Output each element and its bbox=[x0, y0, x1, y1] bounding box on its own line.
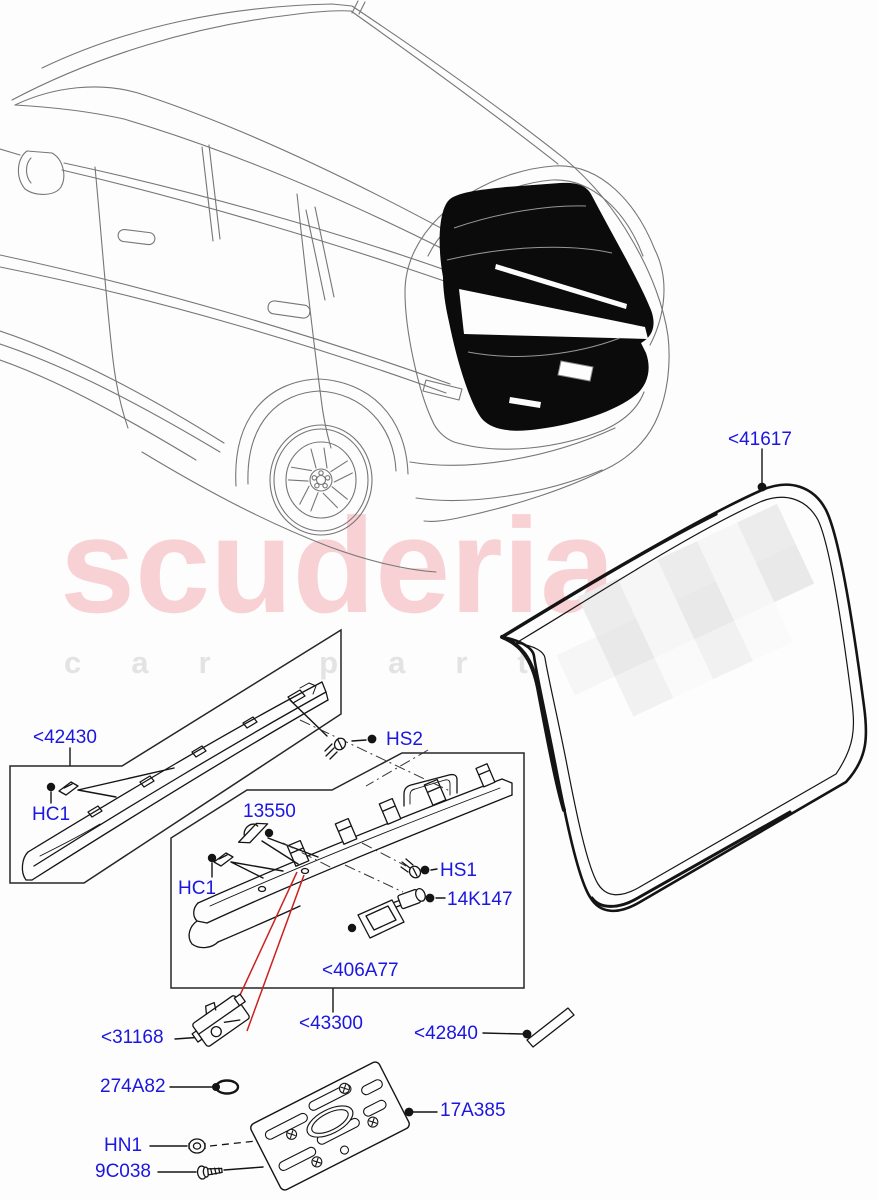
group-boxes bbox=[9, 628, 525, 989]
screw-icon-hs1 bbox=[400, 858, 422, 879]
watermark-tagline: car parts bbox=[64, 645, 645, 680]
spoiler-trim-drawing bbox=[21, 681, 329, 881]
rear-wheel bbox=[235, 378, 409, 536]
leader-lines bbox=[46, 448, 767, 1173]
callout-41617[interactable]: <41617 bbox=[728, 429, 792, 450]
sensor-icon-14k147 bbox=[393, 887, 426, 910]
callout-hc1-b[interactable]: HC1 bbox=[178, 878, 217, 899]
clip-icon-hc1-a bbox=[58, 781, 79, 796]
latch-panel-group-box bbox=[170, 752, 525, 989]
plate-screw-holes bbox=[286, 1082, 379, 1168]
strip-icon-42840 bbox=[526, 1007, 575, 1048]
door-mirror bbox=[17, 150, 65, 195]
screw-icon-9c038 bbox=[196, 1165, 223, 1180]
callout-42430[interactable]: <42430 bbox=[33, 727, 97, 748]
callout-9c038[interactable]: 9C038 bbox=[95, 1161, 151, 1182]
hn1-dash-leader bbox=[209, 1140, 257, 1147]
callout-31168[interactable]: <31168 bbox=[101, 1027, 164, 1048]
callout-17a385[interactable]: 17A385 bbox=[440, 1100, 506, 1121]
callout-14k147[interactable]: 14K147 bbox=[447, 889, 513, 910]
latch-panel-assembly-drawing bbox=[188, 763, 513, 949]
callout-406a77[interactable]: <406A77 bbox=[322, 960, 399, 981]
door-handle bbox=[117, 228, 156, 246]
axis-dash-lines bbox=[282, 719, 453, 893]
weatherstrip-seal-drawing bbox=[500, 483, 868, 913]
checkered-flag-watermark bbox=[556, 503, 815, 717]
watermark-brand: scuderia bbox=[60, 490, 616, 641]
callout-42840[interactable]: <42840 bbox=[414, 1023, 478, 1044]
callout-hs1[interactable]: HS1 bbox=[440, 860, 477, 881]
licence-plate-bracket-drawing bbox=[250, 1061, 410, 1191]
spoiler-group-box bbox=[9, 628, 342, 884]
nut-icon-hn1 bbox=[188, 1138, 206, 1154]
callout-274a82[interactable]: 274A82 bbox=[100, 1076, 166, 1097]
lower-latch-block bbox=[347, 899, 405, 939]
clip-icon-hc1-b bbox=[213, 852, 234, 867]
fastener-icons bbox=[58, 737, 575, 1180]
callout-hs2[interactable]: HS2 bbox=[386, 729, 423, 750]
callout-13550[interactable]: 13550 bbox=[243, 801, 296, 822]
latch-icon-31168 bbox=[191, 993, 250, 1047]
callout-43300[interactable]: <43300 bbox=[299, 1013, 363, 1034]
callout-hn1[interactable]: HN1 bbox=[104, 1135, 143, 1156]
callout-hc1-a[interactable]: HC1 bbox=[32, 804, 71, 825]
screw-icon-hs2 bbox=[324, 737, 347, 760]
taillight bbox=[422, 379, 463, 401]
tailgate-glass-highlight bbox=[439, 182, 654, 431]
clip-icon-13550 bbox=[237, 822, 269, 844]
door-handle bbox=[267, 300, 311, 319]
o-ring-icon-274a82 bbox=[214, 1079, 240, 1095]
